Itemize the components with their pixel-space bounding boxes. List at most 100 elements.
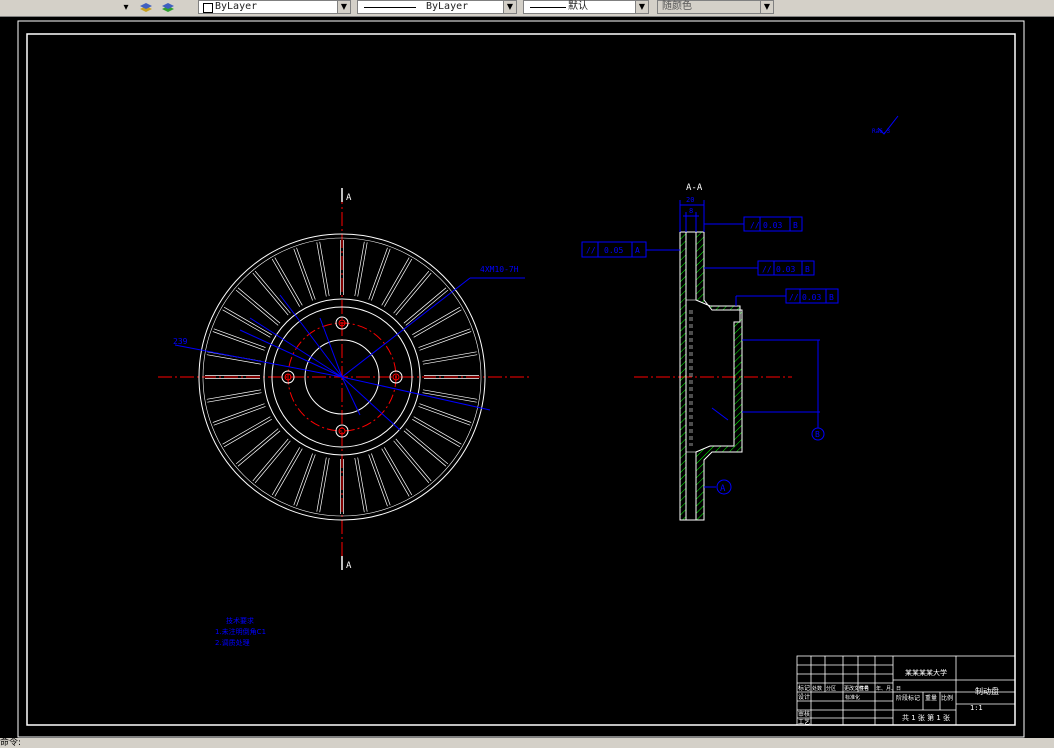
section-dimensions — [646, 200, 820, 488]
vane-line — [271, 447, 301, 496]
vane-line — [296, 247, 316, 300]
vane-line — [207, 392, 262, 403]
svg-text:审核: 审核 — [798, 710, 810, 718]
svg-text:B: B — [793, 221, 798, 230]
vane-line — [412, 418, 461, 448]
technical-requirements: 技术要求 1.未注明倒角C1 2.调质处理 — [215, 616, 266, 647]
chevron-down-icon[interactable]: ▼ — [760, 1, 773, 13]
vane-line — [222, 309, 271, 338]
svg-text://: // — [789, 293, 799, 302]
vane-line — [222, 416, 271, 445]
part-name: 制动盘 — [975, 686, 999, 696]
vane-line — [418, 328, 471, 348]
vane-line — [252, 272, 289, 316]
vane-line — [422, 354, 478, 365]
cooling-vanes — [205, 240, 479, 514]
lineweight-preview — [530, 7, 566, 8]
vane-line — [206, 389, 262, 400]
vane-line — [419, 331, 472, 351]
svg-text://: // — [750, 221, 760, 230]
chevron-down-icon[interactable]: ▼ — [337, 1, 350, 13]
command-line[interactable]: 命令: — [0, 738, 1054, 748]
vane-line — [383, 447, 413, 496]
vane-line — [395, 438, 432, 482]
vane-line — [403, 430, 447, 467]
vane-line — [254, 440, 291, 484]
vane-line — [254, 270, 291, 314]
vane-line — [213, 328, 266, 348]
vane-line — [413, 416, 462, 445]
company-name: 某某某某大学 — [905, 668, 947, 677]
datum-b-symbol: B — [811, 427, 825, 441]
vane-line — [319, 457, 330, 513]
vane-line — [223, 306, 272, 336]
vane-line — [212, 403, 265, 423]
section-view-title: A-A — [686, 183, 703, 193]
scale-value: 1:1 — [970, 704, 983, 712]
vane-line — [223, 418, 272, 448]
svg-text:0.05: 0.05 — [604, 246, 623, 255]
svg-text:Ra6.3: Ra6.3 — [872, 128, 890, 135]
title-block — [796, 655, 1016, 726]
front-view[interactable]: 4XM10-7H 239 A A — [158, 188, 530, 571]
tolerance-frame-1: // 0.03 B — [743, 216, 803, 232]
svg-text:B: B — [815, 430, 820, 439]
properties-toolbar: ▾ ByLayer ▼ ByLayer ▼ 默认 ▼ 随颜色 ▼ — [0, 0, 1054, 17]
chevron-down-icon[interactable]: ▼ — [503, 1, 516, 13]
vane-line — [319, 241, 330, 297]
section-view[interactable]: A-A 20 8 // — [581, 183, 839, 521]
color-value: ByLayer — [215, 1, 258, 12]
plotstyle-dropdown[interactable]: 随颜色 ▼ — [657, 0, 774, 14]
svg-text:签名: 签名 — [859, 685, 869, 692]
vane-line — [357, 457, 368, 512]
svg-text:0.03: 0.03 — [776, 265, 795, 274]
layer-previous-icon[interactable] — [160, 0, 178, 15]
vane-line — [271, 258, 301, 307]
section-label-top: A — [346, 193, 352, 203]
tolerance-frame-4: // 0.03 B — [785, 288, 839, 304]
outer-rim — [198, 233, 486, 521]
svg-text:年、月、日: 年、月、日 — [876, 685, 901, 692]
inner-plate-section — [695, 231, 743, 521]
command-prompt: 命令: — [0, 738, 22, 748]
vane-line — [393, 270, 430, 314]
layer-stack-icon[interactable] — [138, 0, 156, 15]
svg-text:阶段标记: 阶段标记 — [896, 694, 920, 702]
vane-line — [418, 406, 471, 426]
linetype-preview — [364, 7, 416, 8]
lineweight-dropdown[interactable]: 默认 ▼ — [523, 0, 649, 14]
vane-line — [213, 406, 266, 426]
vane-line — [422, 351, 477, 362]
svg-text://: // — [762, 265, 772, 274]
vane-line — [393, 440, 430, 484]
svg-text://: // — [586, 246, 596, 255]
svg-text:0.03: 0.03 — [763, 221, 782, 230]
chevron-down-icon[interactable]: ▼ — [635, 1, 648, 13]
leader-lines — [174, 277, 525, 431]
vane-line — [235, 428, 279, 465]
datum-a-symbol: A — [716, 479, 732, 495]
vane-line — [235, 289, 279, 326]
vane-line — [403, 287, 447, 324]
svg-text:更改文件号: 更改文件号 — [844, 685, 869, 692]
vane-line — [316, 457, 327, 512]
title-block-text: 某某某某大学 制动盘 1:1 共 1 张 第 1 张 标记 设计 审核 工艺 处… — [798, 668, 999, 726]
vane-line — [296, 454, 316, 507]
toolbar-dropdown-arrow[interactable]: ▾ — [123, 2, 129, 13]
linetype-dropdown[interactable]: ByLayer ▼ — [357, 0, 517, 14]
hub-edge — [263, 298, 421, 456]
sheet-info: 共 1 张 第 1 张 — [902, 713, 950, 722]
svg-text:A: A — [720, 484, 726, 494]
color-swatch-icon — [203, 3, 213, 13]
vane-line — [422, 392, 477, 403]
vane-line — [381, 448, 410, 497]
color-dropdown[interactable]: ByLayer ▼ — [198, 0, 351, 14]
outer-border — [17, 20, 1025, 738]
drawing-canvas[interactable]: 4XM10-7H 239 A A A-A — [0, 16, 1054, 738]
vane-line — [212, 331, 265, 351]
svg-text:0.03: 0.03 — [802, 293, 821, 302]
vane-line — [405, 289, 449, 326]
vane-line — [274, 257, 303, 306]
vane-line — [237, 287, 281, 324]
svg-text:标准化: 标准化 — [845, 694, 860, 701]
